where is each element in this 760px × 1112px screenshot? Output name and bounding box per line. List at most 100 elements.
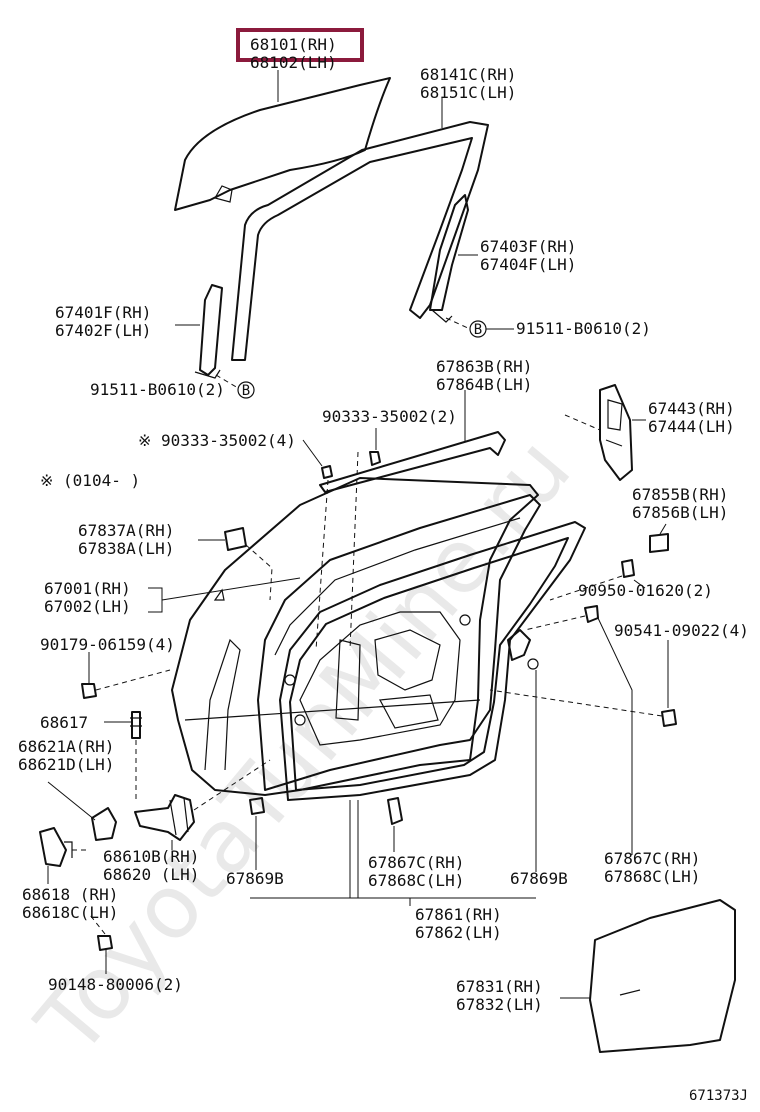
clip-90541-b[interactable]: [661, 709, 677, 727]
part-label-67837a[interactable]: 67837A(RH)67838A(LH): [78, 521, 174, 558]
clip-67869b-left[interactable]: [249, 797, 265, 815]
part-label-67001[interactable]: 67001(RH)67002(LH): [44, 579, 131, 616]
part-number-line: 67856B(LH): [632, 503, 728, 522]
part-label-91511-left[interactable]: 91511-B0610(2): [90, 380, 225, 399]
bolt-90148[interactable]: [97, 935, 113, 951]
bolt-90179[interactable]: [81, 683, 97, 699]
front-frame-sash[interactable]: [194, 284, 223, 379]
leader-90950: [633, 579, 646, 589]
part-number-line: 68620 (LH): [103, 865, 199, 884]
bolt-marker-letter: B: [242, 383, 250, 399]
leader-68621a: [47, 781, 96, 821]
bolt-marker-b-left[interactable]: B: [237, 381, 255, 399]
part-number-line: 67863B(RH): [436, 357, 532, 376]
part-label-68621a[interactable]: 68621A(RH)68621D(LH): [18, 737, 114, 774]
part-number-line: 67832(LH): [456, 995, 543, 1014]
part-label-90950[interactable]: 90950-01620(2): [578, 581, 713, 600]
part-number-line: 90148-80006(2): [48, 975, 183, 994]
part-number-line: 68618C(LH): [22, 903, 118, 922]
part-number-line: 67868C(LH): [604, 867, 700, 886]
part-number-line: 67001(RH): [44, 579, 131, 598]
part-label-67867c-mid[interactable]: 67867C(RH)67868C(LH): [368, 853, 464, 890]
glass-run-channel[interactable]: [231, 121, 489, 361]
part-number-line: 67855B(RH): [632, 485, 728, 504]
clip-90950[interactable]: [621, 559, 635, 578]
hinge-68621a[interactable]: [91, 807, 117, 841]
part-number-line: 67861(RH): [415, 905, 502, 924]
dash-67837a: [245, 544, 273, 601]
clip-90333-a[interactable]: [369, 451, 381, 466]
part-number-line: 67401F(RH): [55, 303, 151, 322]
part-number-line: 90541-09022(4): [614, 621, 749, 640]
part-number-line: 91511-B0610(2): [90, 380, 225, 399]
part-label-67403f[interactable]: 67403F(RH)67404F(LH): [480, 237, 576, 274]
door-glass[interactable]: [174, 77, 391, 211]
dash-90541-b: [489, 689, 663, 717]
door-inner-frame[interactable]: [257, 494, 541, 791]
door-weatherstrip[interactable]: [279, 521, 586, 801]
pin-68617[interactable]: [130, 711, 142, 739]
part-label-67869b-left[interactable]: 67869B: [226, 869, 284, 888]
part-label-68618[interactable]: 68618 (RH)68618C(LH): [22, 885, 118, 922]
bracket-67001: [148, 587, 163, 613]
part-label-90333-4[interactable]: ※ 90333-35002(4): [138, 431, 296, 450]
part-label-90148[interactable]: 90148-80006(2): [48, 975, 183, 994]
part-label-90541[interactable]: 90541-09022(4): [614, 621, 749, 640]
leader-67867c-right: [597, 617, 633, 855]
part-label-68141c[interactable]: 68141C(RH)68151C(LH): [420, 65, 516, 102]
part-label-68617[interactable]: 68617: [40, 713, 88, 732]
part-number-line: 67867C(RH): [604, 849, 700, 868]
dash-90541-a: [524, 615, 586, 631]
part-label-67867c-right[interactable]: 67867C(RH)67868C(LH): [604, 849, 700, 886]
part-label-67855b[interactable]: 67855B(RH)67856B(LH): [632, 485, 728, 522]
part-label-90179[interactable]: 90179-06159(4): [40, 635, 175, 654]
asterisk-note: ※ (0104- ): [40, 471, 140, 490]
part-label-67861[interactable]: 67861(RH)67862(LH): [415, 905, 502, 942]
mirror-bracket-cover[interactable]: [599, 384, 633, 481]
part-label-67443[interactable]: 67443(RH)67444(LH): [648, 399, 735, 436]
selected-part-highlight[interactable]: [236, 28, 364, 62]
pad-67837a[interactable]: [224, 527, 247, 551]
part-label-67401f[interactable]: 67401F(RH)67402F(LH): [55, 303, 151, 340]
part-number-line: 68141C(RH): [420, 65, 516, 84]
pad-67855b[interactable]: [649, 533, 669, 553]
part-number-line: 91511-B0610(2): [516, 319, 651, 338]
part-label-68101[interactable]: 68101(RH)68102(LH): [250, 35, 337, 72]
part-number-line: 67444(LH): [648, 417, 735, 436]
dash-90148: [89, 914, 106, 935]
bolt-marker-letter: B: [474, 322, 482, 338]
clip-67867c-mid[interactable]: [387, 797, 403, 825]
lock-assembly[interactable]: [507, 629, 539, 670]
part-number-line: 67831(RH): [456, 977, 543, 996]
part-labels: 68101(RH)68102(LH) 68141C(RH)68151C(LH) 67…: [18, 35, 749, 1014]
part-label-67831[interactable]: 67831(RH)67832(LH): [456, 977, 543, 1014]
door-outer-panel[interactable]: [171, 477, 539, 796]
part-label-90333-2[interactable]: 90333-35002(2): [322, 407, 457, 426]
part-number-line: 68101(RH): [250, 35, 337, 54]
part-number-line: 67403F(RH): [480, 237, 576, 256]
part-label-91511-top[interactable]: 91511-B0610(2): [516, 319, 651, 338]
diagram-code: 671373J: [689, 1088, 748, 1104]
bolt-marker-b-top[interactable]: B: [469, 320, 487, 338]
hinge-68618[interactable]: [39, 827, 73, 867]
part-number-line: 67869B: [510, 869, 568, 888]
dash-90179: [95, 669, 171, 691]
rear-frame-sash[interactable]: [429, 194, 469, 323]
belt-moulding[interactable]: [319, 431, 506, 493]
bolt-dash-left: [215, 374, 239, 389]
clip-90333-b[interactable]: [321, 465, 333, 479]
part-label-68610b[interactable]: 68610B(RH)68620 (LH): [103, 847, 199, 884]
part-number-line: 67837A(RH): [78, 521, 174, 540]
part-number-line: 90179-06159(4): [40, 635, 175, 654]
part-number-line: 68621D(LH): [18, 755, 114, 774]
part-label-67863b[interactable]: 67863B(RH)67864B(LH): [436, 357, 532, 394]
dash-90950: [549, 575, 623, 601]
part-number-line: 67402F(LH): [55, 321, 151, 340]
clip-90541-a[interactable]: [584, 605, 599, 623]
part-label-67869b-right[interactable]: 67869B: [510, 869, 568, 888]
service-hole-cover[interactable]: [589, 899, 736, 1053]
part-number-line: 68102(LH): [250, 53, 337, 72]
door-check-68610b[interactable]: [134, 794, 195, 841]
part-number-line: 67838A(LH): [78, 539, 174, 558]
